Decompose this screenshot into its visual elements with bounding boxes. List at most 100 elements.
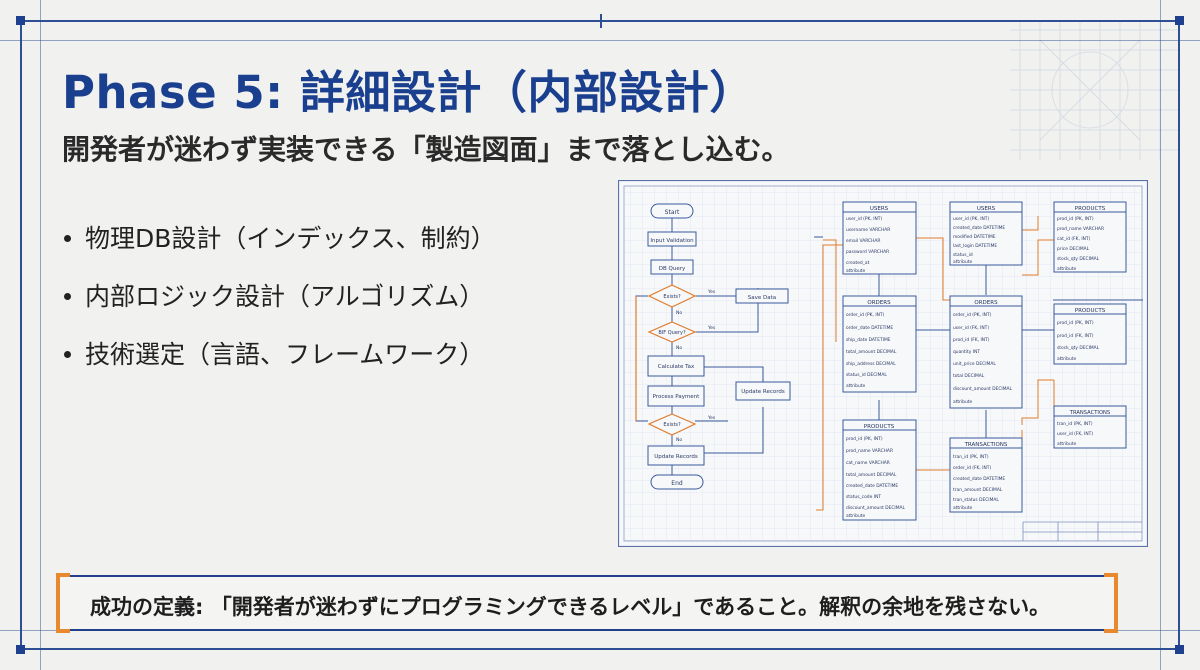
flow-side-1-label: Save Data bbox=[748, 295, 776, 301]
flow-yes-label: Yes bbox=[707, 325, 716, 331]
er-table-title: USERS bbox=[977, 206, 996, 212]
corner-bottom-right bbox=[1175, 645, 1184, 654]
frame-inner-left bbox=[40, 0, 41, 670]
er-row: prod_id (FK, INT) bbox=[1057, 333, 1094, 339]
blueprint-diagram: Start Input Validation DB Query Exists? … bbox=[618, 180, 1148, 547]
flow-decision-1-label: Exists? bbox=[663, 294, 681, 300]
er-row: status_code INT bbox=[846, 494, 881, 500]
er-row: user_id (PK, INT) bbox=[846, 216, 882, 222]
er-row: attribute bbox=[846, 513, 865, 519]
corner-top-left bbox=[16, 16, 25, 25]
corner-top-right bbox=[1175, 16, 1184, 25]
er-row: prod_id (PK, INT) bbox=[846, 436, 883, 442]
flow-side-2-label: Update Records bbox=[741, 389, 785, 395]
er-row: order_id (PK, INT) bbox=[846, 312, 885, 318]
frame-right bbox=[1178, 20, 1180, 650]
er-row: created_date DATETIME bbox=[846, 483, 898, 489]
er-row: discount_amount DECIMAL bbox=[846, 505, 906, 511]
er-table: USERS user_id (PK, INT) username VARCHAR… bbox=[842, 201, 917, 275]
er-row: created_date DATETIME bbox=[953, 225, 1005, 231]
flow-end-label: End bbox=[671, 480, 683, 487]
er-row: attribute bbox=[1057, 356, 1076, 362]
er-row: prod_name VARCHAR bbox=[846, 448, 893, 454]
er-row: prod_id (PK, INT) bbox=[1057, 216, 1094, 222]
flow-no-label: No bbox=[676, 345, 682, 351]
flow-no-label: No bbox=[676, 437, 682, 443]
er-row: user_id (PK, INT) bbox=[953, 216, 989, 222]
er-row: status_id bbox=[953, 252, 973, 258]
er-row: discount_amount DECIMAL bbox=[953, 386, 1013, 392]
er-row: prod_id (PK, INT) bbox=[1057, 320, 1094, 326]
er-table: TRANSACTIONS tran_id (PK, INT) user_id (… bbox=[1053, 405, 1127, 449]
er-row: order_date DATETIME bbox=[846, 325, 893, 331]
er-row: order_id (FK, INT) bbox=[953, 465, 991, 471]
bullet-item: 内部ロジック設計（アルゴリズム） bbox=[64, 278, 496, 336]
flow-side-1 bbox=[735, 288, 789, 304]
bullet-dot-icon bbox=[64, 350, 71, 358]
er-row: username VARCHAR bbox=[846, 227, 890, 233]
flow-calc bbox=[647, 355, 705, 377]
bullet-item: 技術選定（言語、フレームワーク） bbox=[64, 336, 496, 394]
er-row: unit_price DECIMAL bbox=[953, 361, 996, 367]
flow-start-label: Start bbox=[665, 209, 680, 216]
flow-input bbox=[647, 231, 697, 247]
flow-end bbox=[650, 474, 704, 490]
er-row: attribute bbox=[846, 383, 865, 389]
flow-calc-label: Calculate Tax bbox=[658, 364, 695, 370]
er-row: user_id (FK, INT) bbox=[1057, 431, 1093, 437]
frame-inner-top bbox=[0, 40, 1200, 41]
er-row: attribute bbox=[1057, 266, 1076, 272]
er-table-title: USERS bbox=[870, 206, 889, 212]
er-row: cat_name VARCHAR bbox=[846, 460, 890, 466]
flow-decision-3 bbox=[647, 413, 697, 436]
frame-left bbox=[20, 20, 22, 650]
er-table: PRODUCTS prod_id (PK, INT) prod_name VAR… bbox=[1053, 201, 1127, 273]
flow-update bbox=[647, 445, 705, 466]
er-row: created_date DATETIME bbox=[953, 476, 1005, 482]
er-row: email VARCHAR bbox=[846, 238, 880, 244]
frame-inner-right bbox=[1160, 0, 1161, 670]
corner-bottom-left bbox=[16, 645, 25, 654]
er-row: prod_name VARCHAR bbox=[1057, 226, 1104, 232]
flow-decision-2 bbox=[647, 321, 697, 343]
success-definition-text: 成功の定義: 「開発者が迷わずにプログラミングできるレベル」であること。解釈の余… bbox=[90, 595, 1051, 619]
bullet-text: 物理DB設計（インデックス、制約） bbox=[85, 224, 496, 253]
er-row: attribute bbox=[846, 268, 865, 274]
bullet-list: 物理DB設計（インデックス、制約） 内部ロジック設計（アルゴリズム） 技術選定（… bbox=[64, 220, 496, 394]
diagram-title-block bbox=[1022, 521, 1142, 541]
er-row: total DECIMAL bbox=[953, 373, 985, 379]
flow-db-query-label: DB Query bbox=[659, 266, 686, 272]
page-title: Phase 5: 詳細設計（内部設計） bbox=[62, 66, 755, 119]
er-row: attribute bbox=[953, 399, 972, 405]
er-row: attribute bbox=[953, 259, 972, 265]
accent-bracket-right bbox=[1104, 573, 1118, 633]
flowchart: Start Input Validation DB Query Exists? … bbox=[635, 203, 791, 490]
bullet-item: 物理DB設計（インデックス、制約） bbox=[64, 220, 496, 278]
flow-db-query bbox=[650, 259, 694, 275]
flow-decision-1 bbox=[647, 284, 697, 308]
er-row: prod_id (FK, INT) bbox=[953, 337, 990, 343]
flow-decision-3-label: Exists? bbox=[663, 422, 681, 428]
page-subtitle: 開発者が迷わず実装できる「製造図面」まで落とし込む。 bbox=[62, 133, 790, 166]
er-row: modified DATETIME bbox=[953, 234, 996, 240]
er-row: created_at bbox=[846, 260, 870, 266]
er-table: ORDERS order_id (PK, INT) user_id (FK, I… bbox=[949, 295, 1023, 409]
er-row: last_login DATETIME bbox=[953, 243, 997, 249]
er-row: stock_qty DECIMAL bbox=[1057, 256, 1100, 262]
er-row: total_amount DECIMAL bbox=[846, 349, 897, 355]
er-table-title: ORDERS bbox=[867, 300, 891, 306]
er-row: order_id (PK, INT) bbox=[953, 312, 992, 318]
er-table-title: TRANSACTIONS bbox=[1069, 410, 1110, 416]
er-table: PRODUCTS prod_id (PK, INT) prod_name VAR… bbox=[842, 419, 917, 521]
er-row: tran_amount DECIMAL bbox=[953, 487, 1003, 493]
er-table-title: PRODUCTS bbox=[1075, 206, 1106, 212]
frame-mark-left bbox=[600, 14, 602, 28]
er-row: attribute bbox=[1057, 441, 1076, 447]
er-table-title: PRODUCTS bbox=[864, 424, 895, 430]
er-table-title: ORDERS bbox=[974, 300, 998, 306]
bullet-text: 技術選定（言語、フレームワーク） bbox=[85, 340, 485, 369]
bullet-dot-icon bbox=[64, 292, 71, 300]
er-row: cat_id (FK, INT) bbox=[1057, 236, 1091, 242]
er-row: user_id (FK, INT) bbox=[953, 325, 989, 331]
